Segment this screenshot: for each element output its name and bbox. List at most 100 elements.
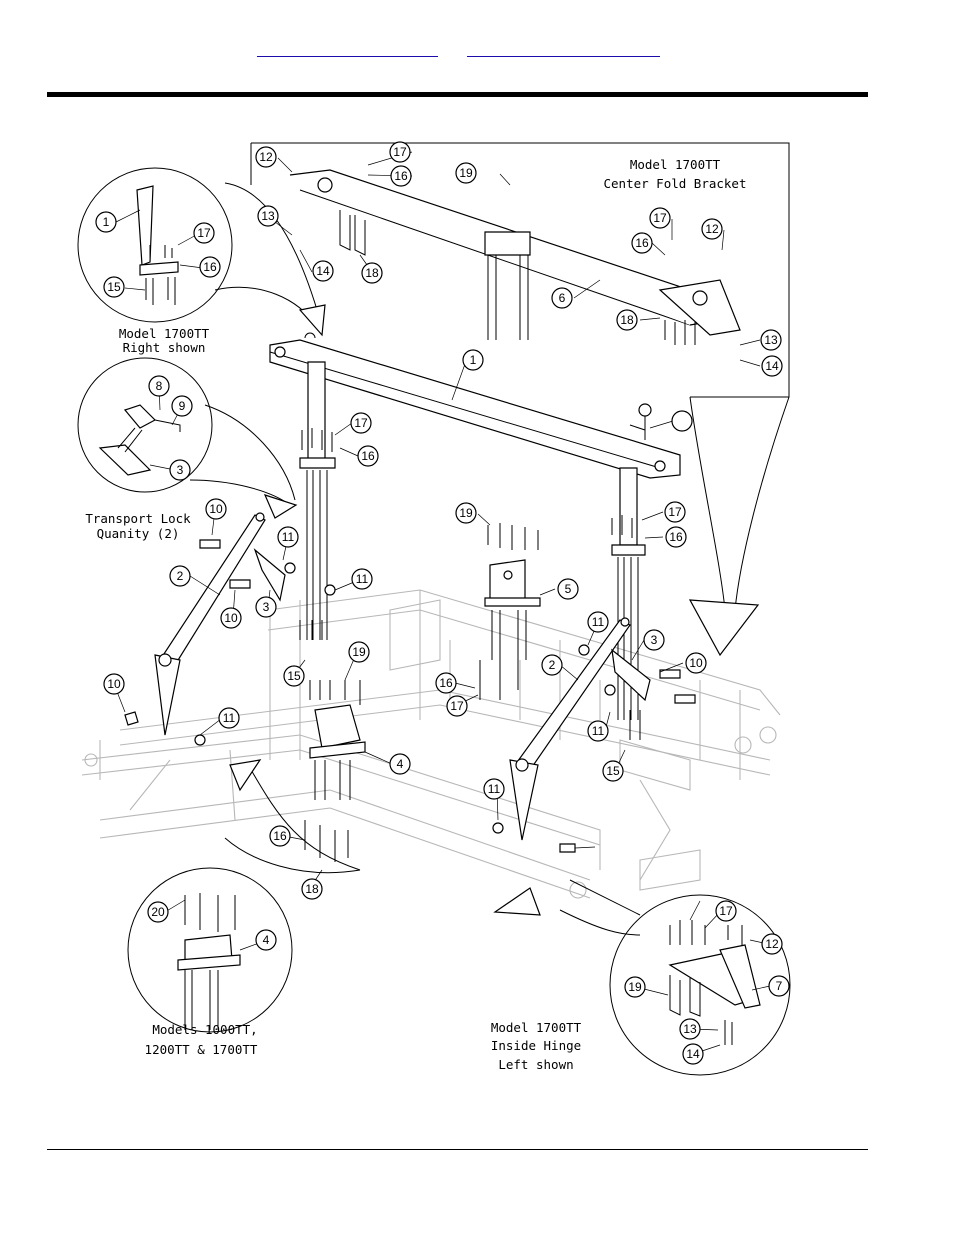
circle-inset-transport-lock <box>77 357 213 493</box>
callout-number: 1 <box>103 215 110 229</box>
callout-number: 17 <box>354 416 368 430</box>
callout-number: 7 <box>776 979 783 993</box>
callout-circle <box>357 445 379 467</box>
callout-circle <box>95 211 117 233</box>
callout-circle <box>218 707 240 729</box>
callout-number: 5 <box>565 582 572 596</box>
callout-circle <box>351 568 373 590</box>
callout-circle <box>679 1018 701 1040</box>
callout-number: 16 <box>394 169 408 183</box>
callout-number: 8 <box>156 379 163 393</box>
circle-inset-inside-hinge <box>609 894 791 1076</box>
callout-number: 16 <box>439 676 453 690</box>
curved-arrows <box>189 182 790 936</box>
callout-circle <box>148 375 170 397</box>
callout-circle <box>455 502 477 524</box>
pin-20 <box>629 403 652 440</box>
callout-number: 11 <box>488 782 501 796</box>
callout-number: 1 <box>470 353 477 367</box>
callout-circle <box>283 665 305 687</box>
callout-circle <box>671 410 693 432</box>
callout-circle <box>169 565 191 587</box>
callout-circle <box>348 641 370 663</box>
callout-circle <box>587 720 609 742</box>
circle-inset-models <box>127 867 293 1033</box>
callout-circle <box>682 1043 704 1065</box>
callout-number: 15 <box>287 669 301 683</box>
callout-number: 16 <box>635 236 649 250</box>
main-bar <box>269 332 681 479</box>
captions: Model 1700TT Center Fold Bracket Model 1… <box>85 157 746 1072</box>
callout-circle <box>199 256 221 278</box>
callout-circle <box>760 329 782 351</box>
callout-circle <box>301 878 323 900</box>
hardware <box>299 428 641 862</box>
callout-number: 9 <box>179 399 186 413</box>
callout-number: 16 <box>361 449 375 463</box>
callout-number: 12 <box>259 150 273 164</box>
top-rule <box>47 92 868 97</box>
callout-number: 14 <box>686 1047 700 1061</box>
callout-circle <box>103 673 125 695</box>
callout-circle <box>389 753 411 775</box>
callout-circle <box>462 349 484 371</box>
callout-circle <box>255 596 277 618</box>
callout-number: 10 <box>689 656 703 670</box>
caption-models-line1: Models 1000TT, <box>152 1022 257 1037</box>
callout-circle <box>361 262 383 284</box>
callout-circle <box>389 141 411 163</box>
callout-number: 16 <box>669 530 683 544</box>
caption-transport-lock-line1: Transport Lock <box>85 511 191 526</box>
callout-circle <box>255 146 277 168</box>
callout-circle <box>701 218 723 240</box>
callout-circle <box>551 287 573 309</box>
callout-circle <box>557 578 579 600</box>
callout-circle <box>685 652 707 674</box>
callout-number: 14 <box>316 264 330 278</box>
nav-link-previous[interactable] <box>257 40 438 57</box>
callout-circle <box>643 629 665 651</box>
callout-circle <box>147 901 169 923</box>
callout-number: 3 <box>177 463 184 477</box>
callout-circle <box>220 607 242 629</box>
callout-number: 14 <box>765 359 779 373</box>
caption-inside-hinge-line1: Model 1700TT <box>491 1020 582 1035</box>
caption-transport-lock-line2: Quanity (2) <box>97 526 180 541</box>
caption-center-fold-line2: Center Fold Bracket <box>604 176 747 191</box>
nav-link-next[interactable] <box>467 40 660 57</box>
callout-circle <box>103 276 125 298</box>
callout-number: 13 <box>683 1022 697 1036</box>
callout-number: 16 <box>273 829 287 843</box>
inset-center-fold <box>250 142 790 398</box>
callout-circle <box>616 309 638 331</box>
callout-number: 11 <box>592 615 605 629</box>
callout-number: 19 <box>352 645 366 659</box>
callout-number: 17 <box>653 211 667 225</box>
callout-number: 4 <box>263 933 270 947</box>
arm-right <box>492 617 696 853</box>
callout-number: 18 <box>365 266 379 280</box>
callout-circle <box>169 459 191 481</box>
callout-number: 17 <box>450 699 464 713</box>
callout-circle <box>541 654 563 676</box>
callout-number: 3 <box>263 600 270 614</box>
callout-circle <box>483 778 505 800</box>
bottom-rule <box>47 1149 868 1150</box>
callout-number: 17 <box>393 145 407 159</box>
callout-circle <box>435 672 457 694</box>
callout-number: 11 <box>223 711 236 725</box>
callout-number: 17 <box>668 505 682 519</box>
callout-circle <box>587 611 609 633</box>
callout-circle <box>455 162 477 184</box>
left-post <box>299 361 336 640</box>
callout-circle <box>193 222 215 244</box>
callout-circle <box>768 975 790 997</box>
callout-circle <box>649 207 671 229</box>
caption-right-shown-line1: Model 1700TT <box>119 326 210 341</box>
callout-number: 10 <box>107 677 121 691</box>
leader-lines <box>113 151 771 1054</box>
callout-circle <box>205 498 227 520</box>
caption-right-shown-line2: Right shown <box>123 340 206 355</box>
callout-number: 2 <box>549 658 556 672</box>
